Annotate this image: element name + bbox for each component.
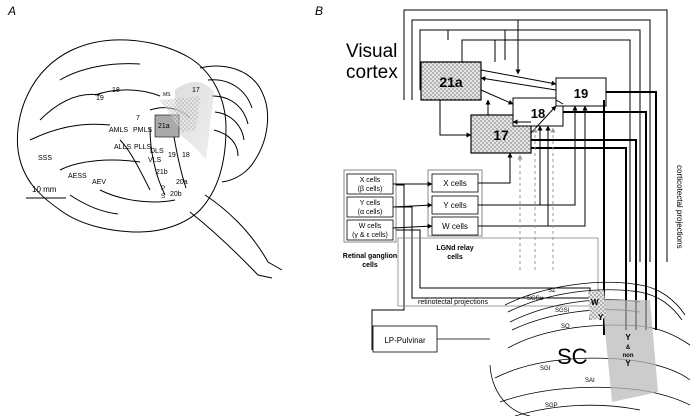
label-19: 19 <box>96 95 104 102</box>
svg-text:(α cells): (α cells) <box>358 209 383 216</box>
retinotectal-frame <box>397 237 599 307</box>
label-dls: DLS <box>150 148 164 155</box>
svg-text:LP-Pulvinar: LP-Pulvinar <box>384 336 426 345</box>
label-amls: AMLS <box>109 127 128 134</box>
svg-text:W cells: W cells <box>442 222 468 231</box>
lgn-caption-1: LGNd relay <box>436 245 473 252</box>
sc-ynony-label: Y & non Y <box>623 333 634 368</box>
sc-layer-labels: SZ SGSu SGSl SO SGI SAI SGP <box>527 288 595 409</box>
label-aev: AEV <box>92 179 106 186</box>
svg-text:(β cells): (β cells) <box>358 186 383 193</box>
lgn-y-box: Y cells <box>431 195 479 215</box>
sc-sgi: SGI <box>540 366 551 372</box>
sc-sai: SAI <box>585 378 595 384</box>
box-18: 18 <box>512 97 564 127</box>
sc-y-label: Y <box>598 313 604 322</box>
svg-text:X cells: X cells <box>443 179 467 188</box>
lgn-x-box: X cells <box>431 173 479 193</box>
panel-a: A <box>7 4 283 279</box>
panel-b-label: B <box>315 4 323 18</box>
label-pmls: PMLS <box>133 127 152 134</box>
label-vls: VLS <box>148 157 162 164</box>
label-21b: 21b <box>156 169 168 176</box>
svg-text:X cells: X cells <box>360 177 381 184</box>
svg-text:Y: Y <box>625 333 631 342</box>
svg-text:17: 17 <box>493 127 509 143</box>
sc-w-column <box>588 290 606 320</box>
svg-text:19: 19 <box>574 86 588 101</box>
svg-text:(γ & ε cells): (γ & ε cells) <box>352 232 388 239</box>
svg-text:non: non <box>623 353 634 359</box>
svg-text:Y cells: Y cells <box>443 201 466 210</box>
label-ms: MS <box>163 92 171 98</box>
lgn-caption-2: cells <box>447 254 463 261</box>
svg-text:Y: Y <box>625 359 631 368</box>
sc-sgp: SGP <box>545 403 558 409</box>
scale-bar-label: 10 mm <box>32 185 57 194</box>
sc-sz: SZ <box>548 288 556 294</box>
svg-text:W cells: W cells <box>359 223 382 230</box>
sc-column-shading <box>602 300 658 402</box>
sc-so: SO <box>561 324 570 330</box>
label-17: 17 <box>192 87 200 94</box>
inter-areal-arrows <box>439 69 564 138</box>
rgc-x-box: X cells (β cells) <box>346 173 394 195</box>
visual-cortex-title-line2: cortex <box>346 62 398 83</box>
lgn-cortex-lines <box>478 105 588 227</box>
label-sss: SSS <box>38 155 52 162</box>
rgc-caption-1: Retinal ganglion <box>343 253 397 260</box>
panel-b: B Visual cortex 21a 17 18 <box>315 4 691 416</box>
corticotectal-label: corticotectal projections <box>675 165 684 249</box>
rgc-w-box: W cells (γ & ε cells) <box>346 219 394 241</box>
label-plls: PLLS <box>134 144 151 151</box>
retinal-ganglion-group: X cells (β cells) Y cells (α cells) W ce… <box>343 169 397 269</box>
label-20a: 20a <box>176 179 188 186</box>
svg-text:Y cells: Y cells <box>360 200 381 207</box>
lp-pulvinar-box: LP-Pulvinar <box>372 325 490 353</box>
rgc-y-box: Y cells (α cells) <box>346 196 394 218</box>
visual-cortex-title-line1: Visual <box>346 41 397 62</box>
label-alls: ALLS <box>114 144 131 151</box>
label-18: 18 <box>112 87 120 94</box>
panel-a-label: A <box>7 4 16 18</box>
label-20b: 20b <box>170 191 182 198</box>
svg-text:18: 18 <box>531 106 545 121</box>
box-21a: 21a <box>420 61 482 101</box>
sc-main-label: SC <box>557 344 588 369</box>
box-19: 19 <box>555 77 607 107</box>
cortical-loops <box>403 9 668 262</box>
sc-sgsi: SGSl <box>555 308 569 314</box>
rgc-caption-2: cells <box>362 262 378 269</box>
retinotectal-label: retinotectal projections <box>418 299 489 306</box>
lgn-group: X cells Y cells W cells LGNd relay cells <box>427 169 483 261</box>
area-labels: 18 19 17 MS 21a 7 AMLS PMLS ALLS PLLS DL… <box>38 87 200 200</box>
label-19b: 19 <box>168 152 176 159</box>
svg-text:21a: 21a <box>439 74 463 90</box>
label-aess: AESS <box>68 173 87 180</box>
label-p: P <box>161 186 165 192</box>
sc-sgsu: SGSu <box>527 296 543 302</box>
hatched-area <box>160 96 200 132</box>
label-18b: 18 <box>182 152 190 159</box>
label-7: 7 <box>136 115 140 122</box>
sc-w-label: W <box>591 298 599 307</box>
label-s: S <box>161 194 165 200</box>
dashed-feedback <box>517 127 556 270</box>
label-21a: 21a <box>158 123 170 130</box>
lgn-w-box: W cells <box>431 216 479 236</box>
svg-text:&: & <box>626 345 631 351</box>
